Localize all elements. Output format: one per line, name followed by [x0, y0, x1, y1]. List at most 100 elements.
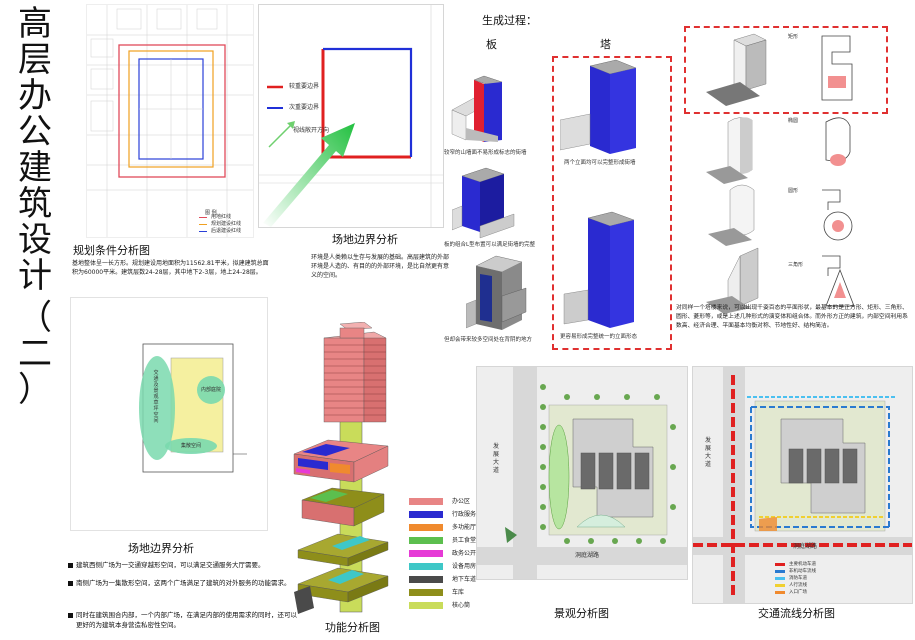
boundary-drawing	[259, 5, 443, 227]
traffic-legend-item: 非机动车流线	[789, 569, 816, 574]
legend-label: 多功能厅	[452, 524, 477, 531]
legend-swatch	[199, 217, 207, 218]
tower-label: 塔	[600, 38, 611, 51]
title-char: 高	[18, 4, 52, 44]
traffic-legend-item: 人行流线	[789, 583, 807, 588]
title-char: 公	[18, 112, 52, 152]
legend-swatch	[409, 589, 443, 596]
title-char: （	[18, 298, 52, 338]
tower-model-1	[559, 58, 640, 158]
site-caption: 场地边界分析	[128, 542, 194, 555]
legend-swatch	[409, 511, 443, 518]
slab-caption: 板的组合L型布置可以满足街墙的完整	[444, 242, 536, 248]
legend-label: 地下车道	[452, 576, 477, 583]
planning-legend-item: 后退建设红线	[211, 228, 242, 234]
boundary-caption: 场地边界分析	[332, 233, 398, 246]
shape-label: 椭圆	[788, 118, 799, 124]
shape-study	[700, 30, 900, 330]
site-bullet: 南侧广场为一集散形空间，这两个广场满足了建筑的对外服务的功能需求。	[68, 578, 298, 588]
tower-caption: 两个立面均可以完整形成街墙	[564, 160, 636, 166]
title-char: 办	[18, 76, 52, 116]
rect-highlight-box	[684, 26, 888, 114]
boundary-secondary-label: 次重要边界	[289, 104, 320, 111]
planning-text: 基地整体呈一长方形。规划建设用地面积为11562.81平米，拟建建筑总面积为60…	[72, 260, 269, 276]
traffic-legend-item: 消防车道	[789, 576, 807, 581]
planning-legend-title: 图 例	[205, 210, 217, 216]
traffic-drawing	[693, 367, 912, 603]
boundary-map: 较重要边界 次重要边界 视线敞开方向	[258, 4, 444, 228]
planning-map-drawing	[87, 5, 253, 237]
legend-label: 办公区	[452, 498, 471, 505]
site-inner-label: 内部庭院	[201, 387, 222, 393]
title-char: 层	[18, 40, 52, 80]
shape-study-drawing	[706, 33, 855, 314]
slab-caption: 但却会带来较多空间处在背阴的地方	[444, 337, 533, 343]
function-caption: 功能分析图	[325, 621, 380, 634]
traffic-caption: 交通流线分析图	[758, 607, 835, 620]
landscape-caption: 景观分析图	[554, 607, 609, 620]
landscape-drawing	[477, 367, 687, 579]
site-bullet: 建筑西侧广场为一交通穿越形空间，可以满足交通服务大厅需要。	[68, 560, 298, 570]
landscape-road-west: 发展大道	[493, 443, 500, 474]
tower-highlight-box	[552, 56, 672, 350]
function-drawing	[293, 321, 389, 614]
traffic-legend-item: 主要机动车道	[789, 562, 816, 567]
slab-model-2	[451, 164, 522, 240]
traffic-road-south: 洞庭湖路	[793, 543, 818, 550]
legend-swatch	[199, 231, 207, 232]
slab-label: 板	[486, 38, 497, 51]
site-bullet: 同时在建筑围合内部，一个内部广场，在满足内部的使用需求的同时，还可以更好的为建筑…	[68, 611, 297, 629]
site-circle-label: 交通及景观草坪空间	[153, 370, 159, 424]
function-diagram	[288, 321, 398, 618]
planning-caption: 规划条件分析图	[73, 244, 150, 257]
boundary-view-label: 视线敞开方向	[293, 127, 330, 134]
legend-label: 政务公开	[452, 550, 477, 557]
traffic-legend-item: 入口广场	[789, 590, 807, 595]
title-char: 筑	[18, 184, 52, 224]
legend-label: 员工食堂及厨房	[452, 537, 495, 544]
title-char: 计	[18, 256, 52, 296]
slab-model-drawing	[465, 255, 527, 330]
slab-model-drawing	[451, 167, 515, 239]
landscape-road-south: 洞庭湖路	[575, 552, 600, 559]
legend-swatch	[409, 524, 443, 531]
legend-swatch	[409, 576, 443, 583]
legend-label: 车库	[452, 589, 465, 596]
tower-model-drawing	[563, 211, 635, 328]
generation-heading: 生成过程：	[482, 14, 537, 27]
slab-caption: 较窄的山墙面不易形成标志的街墙	[444, 150, 527, 156]
title-char: ）	[18, 370, 52, 410]
legend-swatch	[409, 537, 443, 544]
tower-model-drawing	[559, 59, 637, 154]
legend-swatch	[409, 498, 443, 505]
legend-swatch	[409, 563, 443, 570]
shape-label: 三角形	[788, 262, 804, 268]
slab-model-1	[448, 70, 518, 146]
title-char: 建	[18, 148, 52, 188]
boundary-primary-label: 较重要边界	[289, 83, 320, 90]
landscape-map: 发展大道 洞庭湖路	[476, 366, 688, 580]
planning-legend-item: 用地红线	[211, 214, 232, 220]
title-char: 设	[18, 220, 52, 260]
slab-model-3	[465, 252, 536, 336]
traffic-road-west: 发展大道	[705, 437, 712, 468]
legend-swatch	[409, 602, 443, 609]
legend-label: 核心筒	[452, 602, 471, 609]
boundary-text: 环境是人类赖以生存与发展的基础。高层建筑的外部环境是人造的、有目的的外部环境，是…	[311, 254, 450, 279]
title-char: 二	[18, 334, 52, 374]
planning-map: 图 例 用地红线 规划建设红线 后退建设红线	[86, 4, 254, 238]
function-legend: 办公区 行政服务大厅 多功能厅 员工食堂及厨房 政务公开 设备用房 地下车道 车…	[409, 497, 494, 617]
slab-model-drawing	[451, 75, 503, 142]
legend-label: 设备用房	[452, 563, 477, 570]
tower-caption: 更容易形成完整统一的立面形态	[560, 334, 638, 340]
traffic-map: 发展大道 洞庭湖路 主要机动车道 非机动车流线 消防车道 人行流线 入口广场	[692, 366, 913, 604]
site-drawing	[139, 343, 247, 473]
generation-description: 对同样一个塔楼来说，可以出现千姿百态的平面形状，最基本的是正方形、矩形、三角形、…	[676, 305, 908, 329]
tower-model-2	[560, 208, 640, 332]
legend-swatch	[199, 224, 207, 225]
shape-label: 矩形	[788, 34, 799, 40]
legend-label: 行政服务大厅	[452, 511, 489, 518]
shape-label: 圆形	[788, 188, 799, 194]
legend-swatch	[409, 550, 443, 557]
planning-legend-item: 规划建设红线	[211, 221, 242, 227]
